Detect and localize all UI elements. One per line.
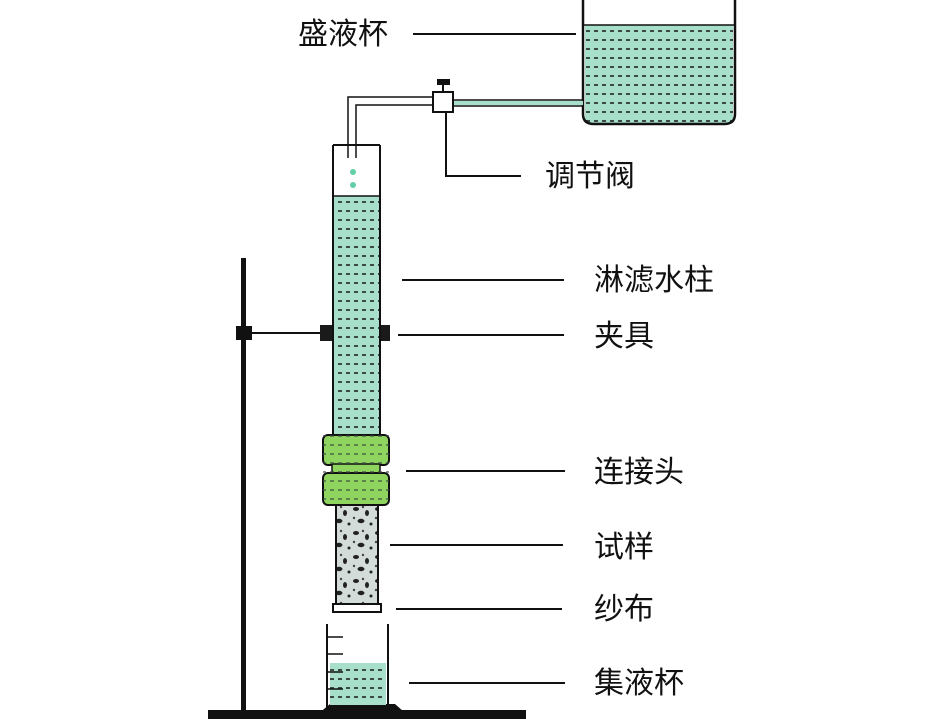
valve-leader — [445, 112, 521, 177]
valve-handle — [437, 79, 450, 85]
label-clamp: 夹具 — [594, 319, 654, 354]
label-valve: 调节阀 — [545, 159, 635, 194]
stand-rod — [241, 258, 246, 713]
label-supply-cup: 盛液杯 — [298, 17, 388, 52]
valve-body — [432, 91, 454, 113]
leader-lines — [390, 33, 576, 684]
supply-tube — [347, 79, 583, 177]
connector — [322, 434, 390, 506]
drop-1 — [350, 169, 356, 175]
graduation-marks — [327, 636, 343, 690]
supply-cup — [581, 0, 737, 126]
drop-2 — [350, 182, 356, 188]
label-collect-cup: 集液杯 — [594, 666, 684, 701]
label-gauze: 纱布 — [594, 592, 654, 627]
gauze — [332, 603, 382, 613]
column-top — [332, 144, 381, 196]
leaching-column — [322, 144, 390, 613]
collect-cup — [326, 624, 389, 709]
label-connector: 连接头 — [594, 455, 684, 490]
clamp-boss — [236, 326, 252, 340]
supply-cup-outline — [581, 0, 737, 126]
label-water-column: 淋滤水柱 — [594, 263, 714, 298]
label-sample: 试样 — [594, 530, 654, 565]
